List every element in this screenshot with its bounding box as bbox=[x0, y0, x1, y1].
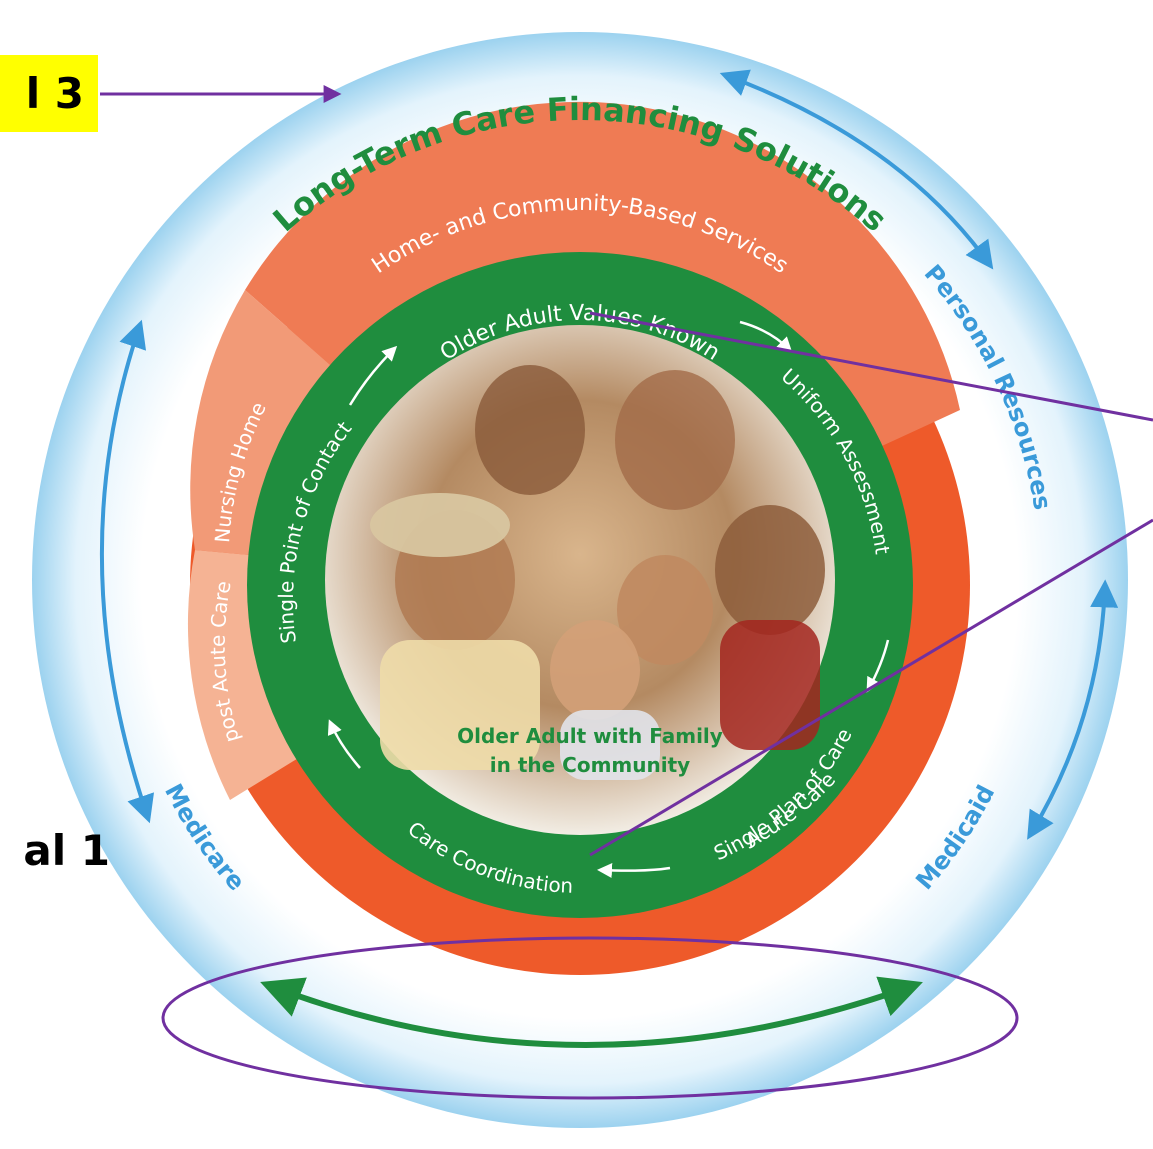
family-photo bbox=[325, 325, 835, 835]
outer-ring-blue-arrows bbox=[99, 69, 1119, 840]
arrow-medicare-medicaid bbox=[260, 976, 923, 1048]
flow-arrow-coordination-to-contact bbox=[327, 719, 361, 769]
arrow-personal-to-medicaid bbox=[1027, 579, 1119, 840]
flow-arrow-plan-to-coordination bbox=[597, 863, 671, 879]
arrow-financing-to-personal bbox=[719, 69, 994, 270]
flow-arrow-contact-to-values bbox=[348, 345, 398, 406]
purple-annotations bbox=[100, 85, 1153, 1100]
green-ring-flow-arrows bbox=[327, 320, 890, 879]
goal-1-label: al 1 bbox=[23, 825, 110, 875]
flow-arrow-values-to-assessment bbox=[739, 320, 793, 353]
center-caption-line1: Older Adult with Family bbox=[457, 724, 723, 748]
callout-ellipse-medicare-medicaid bbox=[161, 936, 1019, 1100]
flow-arrow-assessment-to-plan bbox=[866, 639, 890, 693]
callout-line-values bbox=[589, 311, 1153, 422]
arrow-financing-to-medicare bbox=[99, 319, 155, 824]
center-caption-line2: in the Community bbox=[490, 753, 690, 777]
goal-3-label: l 3 bbox=[0, 55, 98, 132]
callout-line-coordination bbox=[589, 518, 1153, 857]
